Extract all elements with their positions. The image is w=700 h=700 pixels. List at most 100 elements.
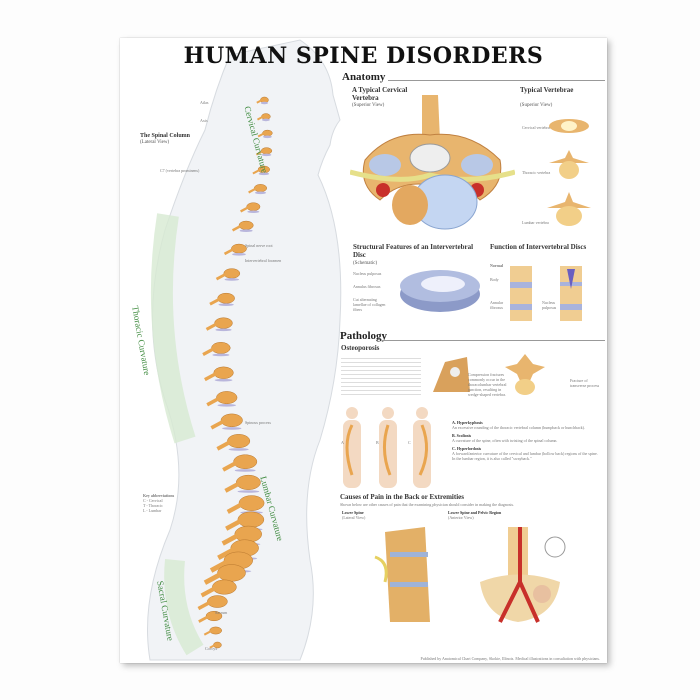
spinous-process xyxy=(202,346,217,356)
spinous-process xyxy=(224,480,243,493)
spinous-process xyxy=(255,149,264,156)
spinous-process xyxy=(198,614,210,623)
posture-letter: C xyxy=(408,440,411,445)
figure-head xyxy=(416,407,428,419)
osteoporosis-text xyxy=(341,355,421,395)
disc-function-illustration xyxy=(510,266,582,321)
pathology-divider xyxy=(382,340,605,341)
figure-spine xyxy=(383,424,392,476)
spinous-process xyxy=(256,99,263,104)
intervertebral-disc xyxy=(261,153,272,157)
spinous-process xyxy=(248,187,258,194)
vertebra xyxy=(214,317,233,329)
disc-label: Nucleus pulposus xyxy=(353,271,382,276)
pathology-heading: Pathology xyxy=(340,330,388,342)
label-foramen: Intervertebral foramen xyxy=(245,258,282,263)
spinous-process xyxy=(216,439,233,451)
intervertebral-disc xyxy=(237,490,260,493)
pelvic-view: (Anterior View) xyxy=(448,515,474,520)
typical-label: Lumbar vertebra xyxy=(522,220,549,225)
disc-label: Annulus fibrosus xyxy=(353,284,381,289)
condition-title: C. Hyperlordosis xyxy=(452,446,482,451)
label-coccyx: Coccyx xyxy=(205,646,218,651)
spinous-process xyxy=(223,247,236,256)
pelvic-title: Lower Spine and Pelvic Region xyxy=(448,510,502,515)
disc-view: (Schematic) xyxy=(353,261,378,266)
label-nerve-root: Spinal nerve root xyxy=(245,243,273,248)
figure-body xyxy=(379,420,397,488)
anatomy-divider xyxy=(388,80,605,81)
causes-intro: Shown below are other causes of pain tha… xyxy=(340,502,515,507)
intervertebral-disc xyxy=(239,229,253,233)
intervertebral-disc-illustration xyxy=(400,270,480,312)
spinous-process xyxy=(209,558,231,573)
disc-title: Structural Features of an Intervertebral… xyxy=(353,243,474,259)
spinous-process xyxy=(222,459,240,472)
osteoporosis-title: Osteoporosis xyxy=(341,344,380,352)
vertebra xyxy=(209,626,222,635)
intervertebral-disc xyxy=(215,328,232,332)
fracture-note: Fracture of transverse process xyxy=(570,378,600,388)
intervertebral-disc xyxy=(258,172,270,176)
lower-spine-illustration xyxy=(374,527,430,622)
spinous-process xyxy=(240,205,250,213)
spinous-process xyxy=(197,600,213,611)
cervical-vertebra-illustration xyxy=(350,95,515,230)
lower-spine-title: Lower Spine xyxy=(342,510,364,515)
typical-title: Typical Vertebrae xyxy=(520,86,574,94)
spinous-process xyxy=(225,517,245,531)
vertebra xyxy=(227,434,251,449)
figure-body xyxy=(343,420,361,488)
function-label: Normal xyxy=(490,263,504,268)
label-spinous-process: Spinous process xyxy=(245,420,271,425)
posture-letter: A xyxy=(341,440,344,445)
intervertebral-disc xyxy=(228,448,249,451)
spinous-process xyxy=(206,395,222,407)
figure-spine xyxy=(345,424,354,476)
function-label: Annular fibrosus xyxy=(490,300,504,310)
vertebra xyxy=(213,366,234,379)
vertebra xyxy=(207,595,228,608)
spinous-process xyxy=(226,501,246,514)
causes-heading: Causes of Pain in the Back or Extremitie… xyxy=(340,493,464,501)
intervertebral-disc xyxy=(224,278,240,281)
intervertebral-disc xyxy=(212,353,230,357)
spinous-process xyxy=(256,115,264,121)
cervical-view: (Superior View) xyxy=(352,103,385,108)
vertebra xyxy=(236,474,261,490)
label-sacrum: Sacrum xyxy=(215,610,228,615)
typical-view: (Superior View) xyxy=(520,103,553,108)
vertebra xyxy=(205,610,223,622)
cervical-title: A Typical Cervical Vertebra xyxy=(352,86,408,102)
label-axis: Axis xyxy=(200,118,208,123)
spinous-process xyxy=(203,629,213,636)
label-atlas: Atlas xyxy=(200,100,209,105)
key-title: Key abbreviations xyxy=(143,493,175,498)
condition-text: A curvature of the spine, often with twi… xyxy=(452,438,558,443)
intervertebral-disc xyxy=(232,253,246,256)
intervertebral-disc xyxy=(214,378,233,382)
intervertebral-disc xyxy=(222,427,242,430)
label-c7: C7 (vertebra prominens) xyxy=(160,168,200,173)
spinous-process xyxy=(203,570,225,585)
figure-spine xyxy=(418,424,428,476)
spinous-process xyxy=(217,545,238,560)
anatomy-heading: Anatomy xyxy=(342,71,386,83)
spinous-process xyxy=(231,224,243,232)
condition-title: B. Scoliosis xyxy=(452,433,472,438)
intervertebral-disc xyxy=(217,404,237,407)
spinous-process xyxy=(221,532,242,546)
intervertebral-disc xyxy=(261,118,270,122)
sacral-band xyxy=(164,559,204,656)
spinous-process xyxy=(257,132,265,138)
function-label: Nucleus pulposus xyxy=(542,300,557,310)
vertebra xyxy=(238,495,265,511)
condition-text: A forward/anterior curvature of the cerv… xyxy=(452,451,598,461)
typical-label: Thoracic vertebra xyxy=(522,170,551,175)
vertebra xyxy=(216,391,238,405)
condition-title: A. Hyperkyphosis xyxy=(452,420,483,425)
spinal-column-view: (Lateral View) xyxy=(140,140,170,145)
figure-head xyxy=(382,407,394,419)
posture-letter: B xyxy=(376,440,379,445)
intervertebral-disc xyxy=(247,210,260,214)
